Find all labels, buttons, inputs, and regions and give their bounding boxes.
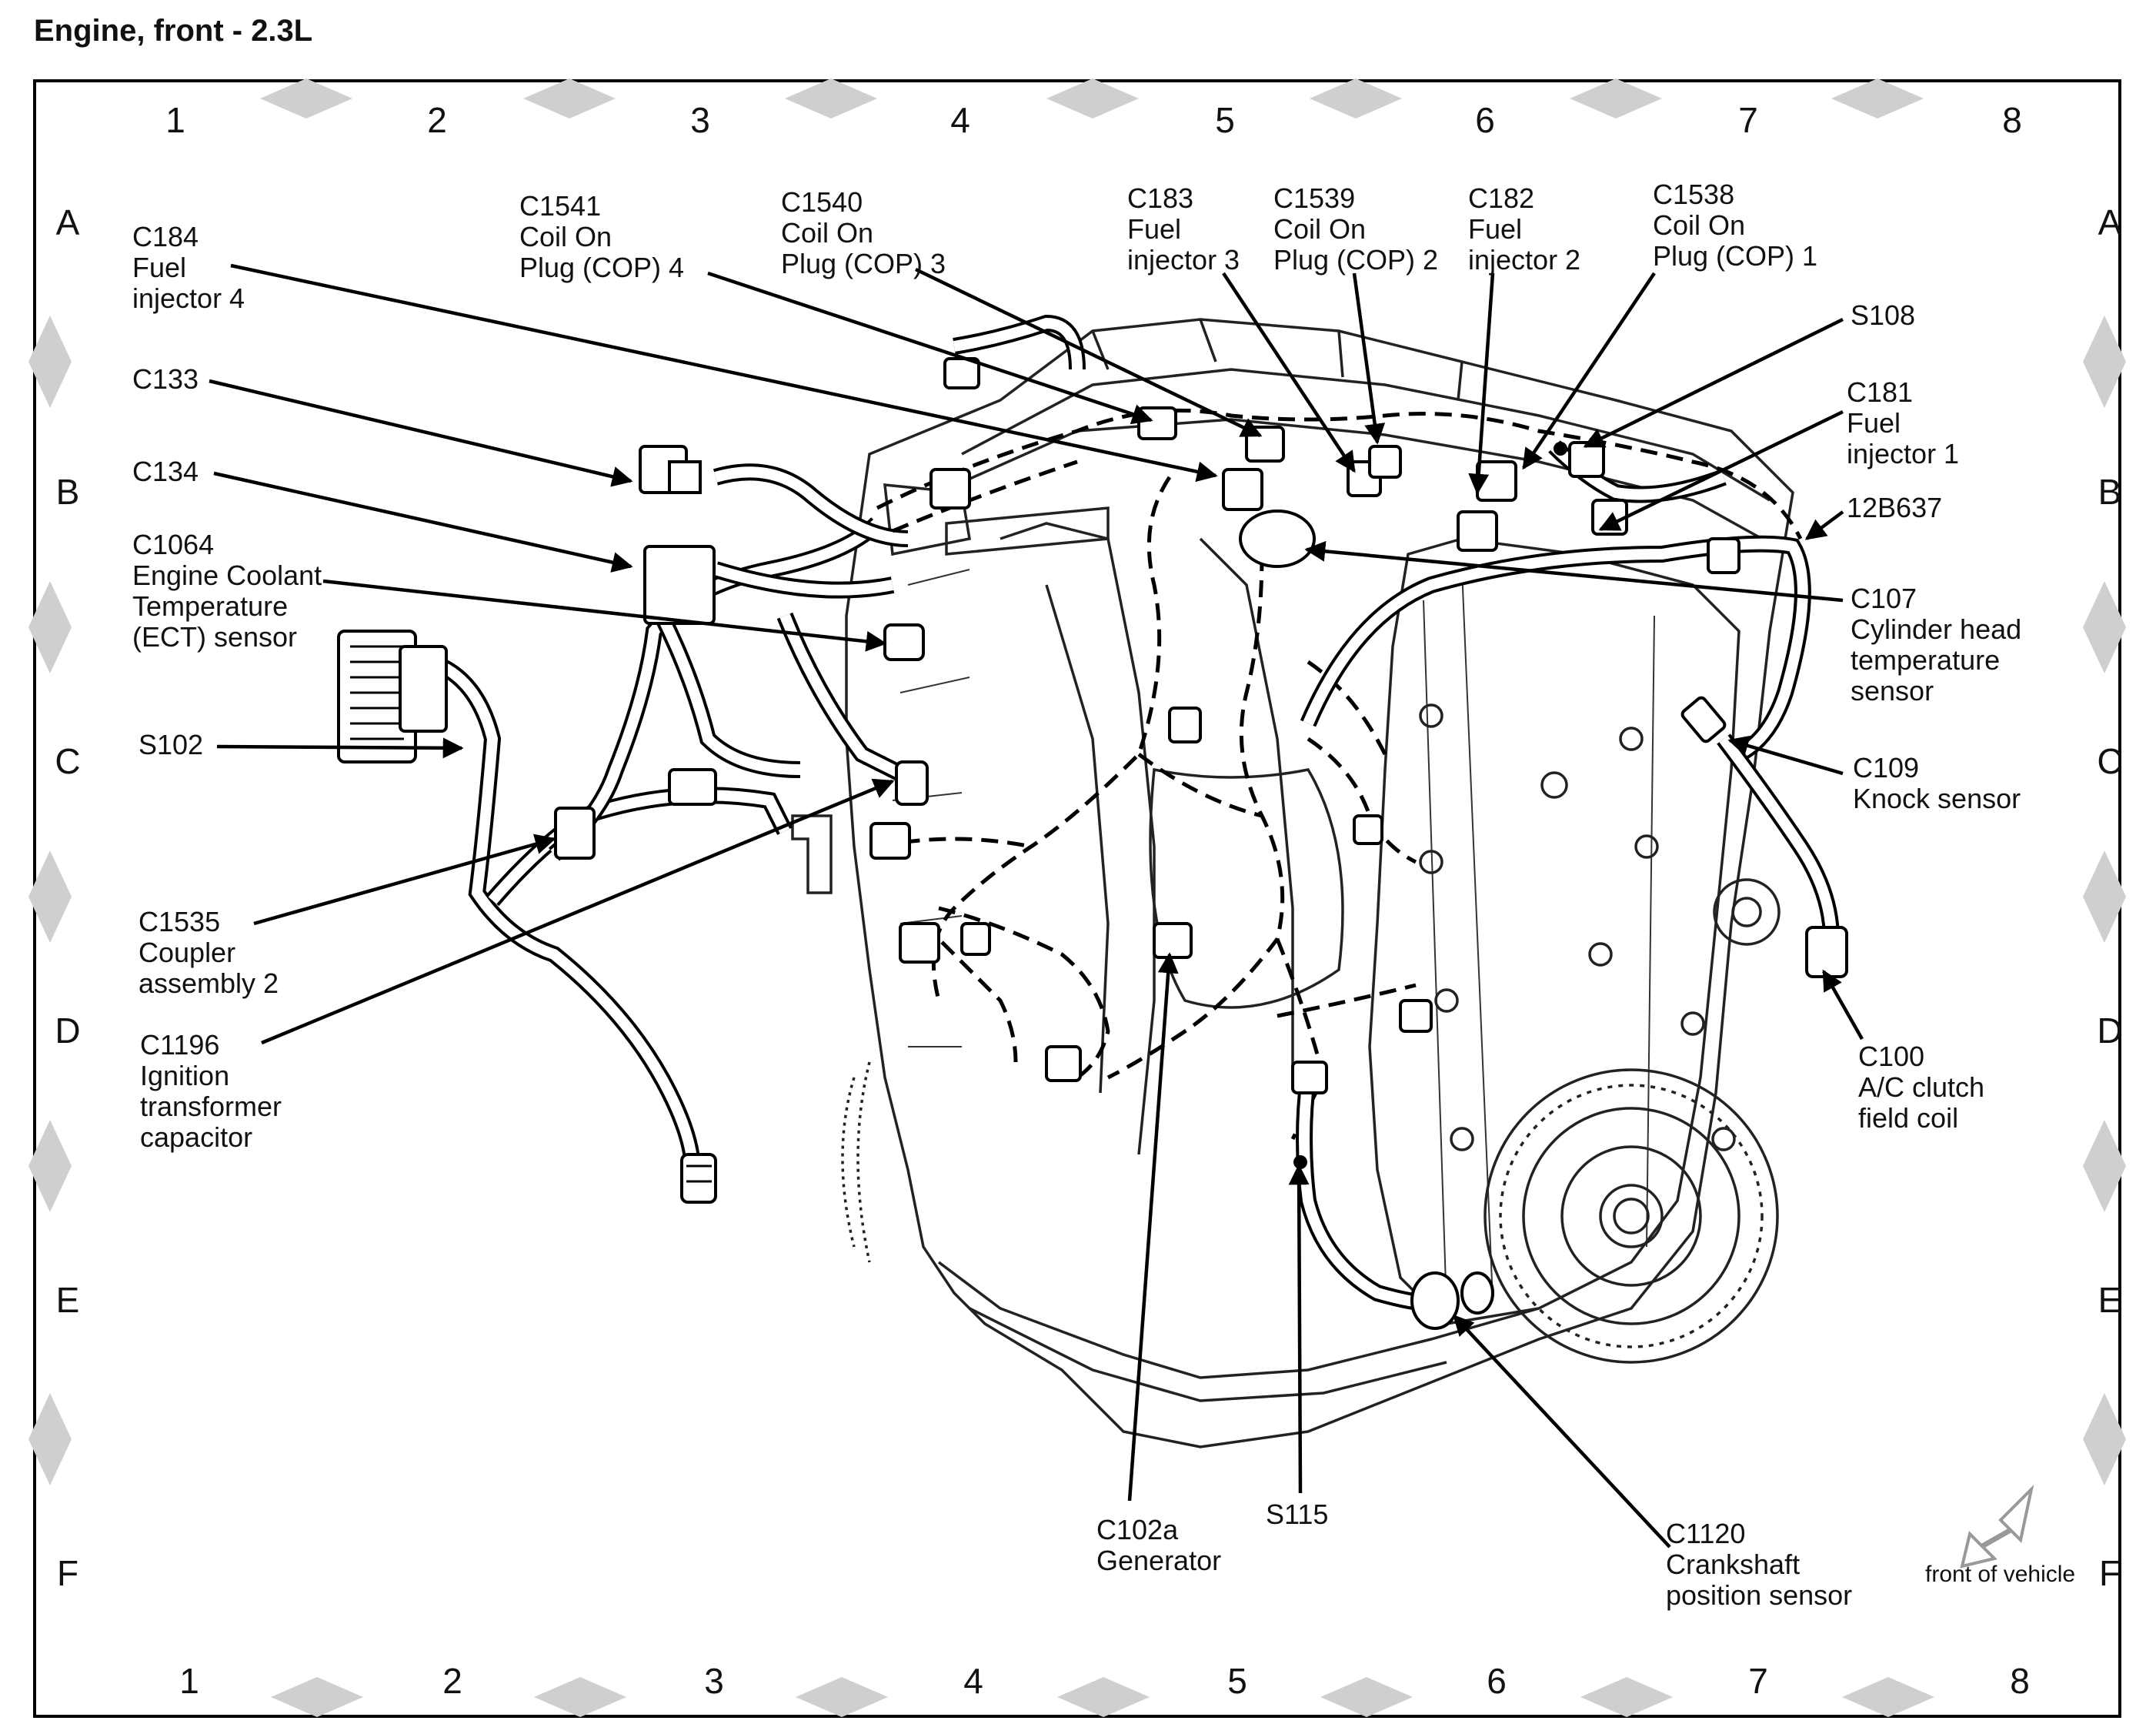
grid-column-label-bottom: 4 bbox=[963, 1661, 983, 1701]
label-c1120: C1120 Crankshaft position sensor bbox=[1666, 1518, 1852, 1611]
grid-diamond bbox=[1570, 79, 1662, 119]
grid-column-label-top: 5 bbox=[1215, 100, 1235, 140]
front-of-vehicle-arrow: front of vehicle bbox=[1925, 1484, 2075, 1587]
grid-row-label-left: F bbox=[57, 1553, 78, 1593]
grid-diamond bbox=[534, 1677, 626, 1717]
grid-diamond bbox=[1310, 79, 1402, 119]
grid-diamond bbox=[1320, 1677, 1413, 1717]
label-c1535: C1535 Coupler assembly 2 bbox=[139, 906, 279, 999]
page-title: Engine, front - 2.3L bbox=[34, 14, 313, 48]
grid-diamond bbox=[260, 79, 352, 119]
grid-diamond bbox=[28, 1120, 72, 1212]
grid-column-label-bottom: 1 bbox=[179, 1661, 199, 1701]
label-c102a: C102a Generator bbox=[1096, 1514, 1221, 1576]
grid-column-label-top: 7 bbox=[1738, 100, 1758, 140]
grid-diamond bbox=[271, 1677, 363, 1717]
grid-diamond bbox=[2083, 1120, 2126, 1212]
label-c181: C181 Fuel injector 1 bbox=[1847, 376, 1959, 469]
grid-row-label-right: A bbox=[2098, 202, 2122, 242]
label-c134: C134 bbox=[132, 456, 199, 487]
grid-diamond bbox=[2083, 316, 2126, 408]
grid-column-label-bottom: 8 bbox=[2010, 1661, 2030, 1701]
crank-pulley bbox=[1484, 1068, 1779, 1364]
grid-diamond bbox=[1842, 1677, 1934, 1717]
grid-diamond bbox=[796, 1677, 888, 1717]
grid-column-label-bottom: 5 bbox=[1227, 1661, 1247, 1701]
grid-column-label-top: 1 bbox=[165, 100, 185, 140]
label-s102: S102 bbox=[139, 729, 203, 760]
grid-diamond bbox=[1831, 79, 1924, 119]
label-12b637: 12B637 bbox=[1847, 492, 1942, 523]
grid-row-label-right: D bbox=[2097, 1011, 2122, 1051]
grid-row-label-left: D bbox=[55, 1011, 80, 1051]
label-c1540: C1540 Coil On Plug (COP) 3 bbox=[781, 186, 946, 279]
grid-diamond bbox=[28, 316, 72, 408]
leader-lines bbox=[209, 263, 1864, 1549]
grid-row-label-left: A bbox=[56, 202, 80, 242]
grid-diamond bbox=[28, 581, 72, 673]
grid-diamond bbox=[523, 79, 616, 119]
grid-diamond bbox=[1046, 79, 1139, 119]
grid-row-label-right: F bbox=[2099, 1553, 2121, 1593]
label-c182: C182 Fuel injector 2 bbox=[1468, 182, 1580, 276]
label-c107: C107 Cylinder head temperature sensor bbox=[1851, 583, 2029, 707]
label-s115: S115 bbox=[1266, 1498, 1328, 1530]
callout-labels: C184 Fuel injector 4 C1541 Coil On Plug … bbox=[132, 179, 2029, 1611]
label-c1538: C1538 Coil On Plug (COP) 1 bbox=[1653, 179, 1817, 272]
label-c109: C109 Knock sensor bbox=[1853, 752, 2021, 814]
grid-diamond bbox=[1057, 1677, 1150, 1717]
label-c1541: C1541 Coil On Plug (COP) 4 bbox=[519, 190, 684, 283]
label-c183: C183 Fuel injector 3 bbox=[1127, 182, 1240, 276]
grid-diamond bbox=[785, 79, 877, 119]
wiring-harness bbox=[428, 314, 1840, 1312]
grid-row-label-left: C bbox=[55, 741, 80, 781]
front-of-vehicle-label: front of vehicle bbox=[1925, 1562, 2075, 1587]
grid-row-label-right: E bbox=[2098, 1280, 2122, 1320]
grid-diamond bbox=[2083, 850, 2126, 943]
grid-diamond bbox=[28, 850, 72, 943]
label-c1539: C1539 Coil On Plug (COP) 2 bbox=[1273, 182, 1438, 276]
grid-diamond bbox=[1580, 1677, 1673, 1717]
label-c100: C100 A/C clutch field coil bbox=[1858, 1041, 1992, 1134]
grid-row-label-left: E bbox=[56, 1280, 80, 1320]
grid-column-label-top: 3 bbox=[690, 100, 710, 140]
label-c133: C133 bbox=[132, 363, 199, 395]
grid-diamonds bbox=[28, 79, 2126, 1717]
grid-diamond bbox=[2083, 1393, 2126, 1485]
grid-row-label-right: B bbox=[2098, 472, 2122, 512]
grid-row-label-left: B bbox=[56, 472, 80, 512]
grid-diamond bbox=[28, 1393, 72, 1485]
label-s108: S108 bbox=[1851, 299, 1915, 331]
label-c1196: C1196 Ignition transformer capacitor bbox=[140, 1029, 289, 1153]
grid-column-label-bottom: 3 bbox=[704, 1661, 724, 1701]
label-c184: C184 Fuel injector 4 bbox=[132, 221, 245, 314]
grid-column-label-top: 8 bbox=[2002, 100, 2022, 140]
grid-column-label-top: 2 bbox=[427, 100, 447, 140]
grid-column-label-bottom: 6 bbox=[1487, 1661, 1507, 1701]
grid-row-label-right: C bbox=[2097, 741, 2122, 781]
grid-column-label-top: 6 bbox=[1475, 100, 1495, 140]
label-c1064: C1064 Engine Coolant Temperature (ECT) s… bbox=[132, 529, 329, 653]
connector-shapes bbox=[337, 357, 1848, 1330]
grid-column-label-bottom: 7 bbox=[1748, 1661, 1768, 1701]
grid-column-label-top: 4 bbox=[950, 100, 970, 140]
grid-column-label-bottom: 2 bbox=[442, 1661, 462, 1701]
grid-diamond bbox=[2083, 581, 2126, 673]
